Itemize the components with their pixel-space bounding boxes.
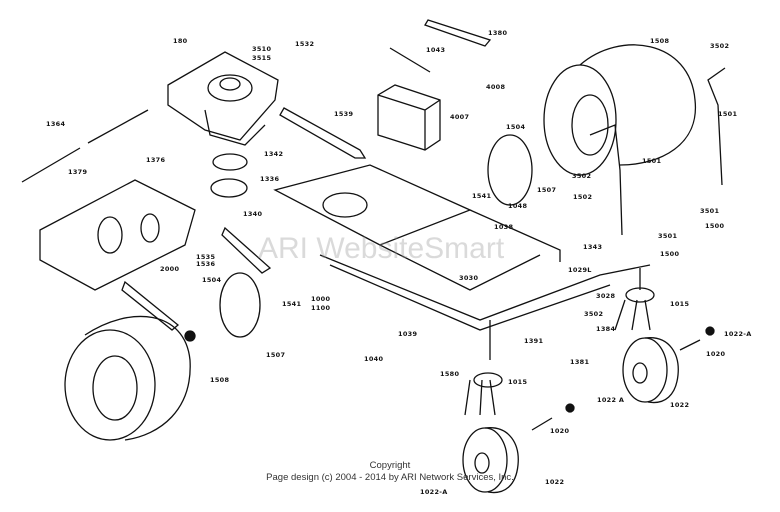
front-wheel <box>622 337 679 404</box>
part-number-label[interactable]: 1020 <box>550 427 570 435</box>
part-number-label[interactable]: 1381 <box>570 358 590 366</box>
part-number-label[interactable]: 1336 <box>260 175 280 183</box>
rear-tire-left <box>64 315 191 441</box>
pulley <box>212 153 248 171</box>
part-number-label[interactable]: 1391 <box>524 337 544 345</box>
part-number-label[interactable]: 3501 <box>658 232 678 240</box>
part-number-label[interactable]: 1536 <box>196 260 216 268</box>
part-number-label[interactable]: 1022 <box>670 401 690 409</box>
lever <box>707 67 726 186</box>
part-number-label[interactable]: 1022 A <box>597 396 625 404</box>
copyright-text: Copyright <box>369 460 411 471</box>
rod <box>389 47 431 73</box>
part-number-label[interactable]: 1541 <box>472 192 492 200</box>
part-number-label[interactable]: 3501 <box>700 207 720 215</box>
part-number-label[interactable]: 1501 <box>718 110 738 118</box>
nut <box>705 326 715 336</box>
frame <box>273 164 651 360</box>
part-number-label[interactable]: 1502 <box>573 193 593 201</box>
part-number-label[interactable]: 1376 <box>146 156 166 164</box>
axle <box>679 339 701 351</box>
part-number-label[interactable]: 3502 <box>572 172 592 180</box>
part-number-label[interactable]: 4008 <box>486 83 506 91</box>
rod <box>21 147 81 183</box>
part-number-label[interactable]: 3515 <box>252 54 272 62</box>
part-number-label[interactable]: 1029L <box>568 266 592 274</box>
part-number-label[interactable]: 1508 <box>650 37 670 45</box>
part-number-label[interactable]: 1048 <box>508 202 528 210</box>
part-number-label[interactable]: 1539 <box>334 110 354 118</box>
belt <box>279 107 367 159</box>
part-number-label[interactable]: 1020 <box>706 350 726 358</box>
part-number-label[interactable]: 1535 <box>196 253 216 261</box>
nut <box>565 403 575 413</box>
part-number-label[interactable]: 3028 <box>596 292 616 300</box>
part-number-label[interactable]: 180 <box>173 37 188 45</box>
part-number-label[interactable]: 1379 <box>68 168 88 176</box>
part-number-label[interactable]: 3030 <box>459 274 479 282</box>
part-number-label[interactable]: 1343 <box>583 243 603 251</box>
part-number-label[interactable]: 1501 <box>642 157 662 165</box>
part-number-label[interactable]: 1340 <box>243 210 263 218</box>
part-number-label[interactable]: 1532 <box>295 40 315 48</box>
battery <box>377 84 441 151</box>
part-number-label[interactable]: 1022 <box>545 478 565 486</box>
part-number-label[interactable]: 1015 <box>508 378 528 386</box>
part-number-label[interactable]: 1038 <box>494 223 514 231</box>
part-number-label[interactable]: 1040 <box>364 355 384 363</box>
part-number-label[interactable]: 1342 <box>264 150 284 158</box>
rod <box>87 109 149 144</box>
rear-tire-right <box>543 44 696 176</box>
nut <box>184 330 196 342</box>
engine <box>167 51 279 146</box>
axle <box>531 417 553 431</box>
part-number-label[interactable]: 1043 <box>426 46 446 54</box>
pulley <box>210 178 248 198</box>
caster <box>625 287 655 303</box>
part-number-label[interactable]: 1504 <box>202 276 222 284</box>
part-number-label[interactable]: 1384 <box>596 325 616 333</box>
part-number-label[interactable]: 1500 <box>705 222 725 230</box>
caster <box>473 372 503 388</box>
lever <box>589 124 623 236</box>
transmission <box>39 179 196 291</box>
front-wheel <box>462 427 519 494</box>
belt <box>121 280 180 331</box>
hub <box>219 272 261 338</box>
part-number-label[interactable]: 1504 <box>506 123 526 131</box>
part-number-label[interactable]: 2000 <box>160 265 180 273</box>
page-design-credit: Page design (c) 2004 - 2014 by ARI Netwo… <box>266 472 514 483</box>
watermark: ARI WebsiteSmart <box>258 232 505 265</box>
part-number-label[interactable]: 1100 <box>311 304 331 312</box>
part-number-label[interactable]: 1508 <box>210 376 230 384</box>
hub <box>487 134 533 206</box>
part-number-label[interactable]: 1507 <box>266 351 286 359</box>
part-number-label[interactable]: 1022-A <box>420 488 448 496</box>
part-number-label[interactable]: 1507 <box>537 186 557 194</box>
part-number-label[interactable]: 1500 <box>660 250 680 258</box>
belt <box>221 226 272 274</box>
part-number-label[interactable]: 1015 <box>670 300 690 308</box>
part-number-label[interactable]: 1000 <box>311 295 331 303</box>
part-number-label[interactable]: 1380 <box>488 29 508 37</box>
part-number-label[interactable]: 1039 <box>398 330 418 338</box>
part-number-label[interactable]: 3510 <box>252 45 272 53</box>
part-number-label[interactable]: 1364 <box>46 120 66 128</box>
part-number-label[interactable]: 3502 <box>584 310 604 318</box>
part-number-label[interactable]: 1541 <box>282 300 302 308</box>
part-number-label[interactable]: 1022-A <box>724 330 752 338</box>
caster-fork <box>614 299 651 331</box>
part-number-label[interactable]: 3502 <box>710 42 730 50</box>
part-number-label[interactable]: 1580 <box>440 370 460 378</box>
plate <box>424 19 492 47</box>
part-number-label[interactable]: 4007 <box>450 113 470 121</box>
